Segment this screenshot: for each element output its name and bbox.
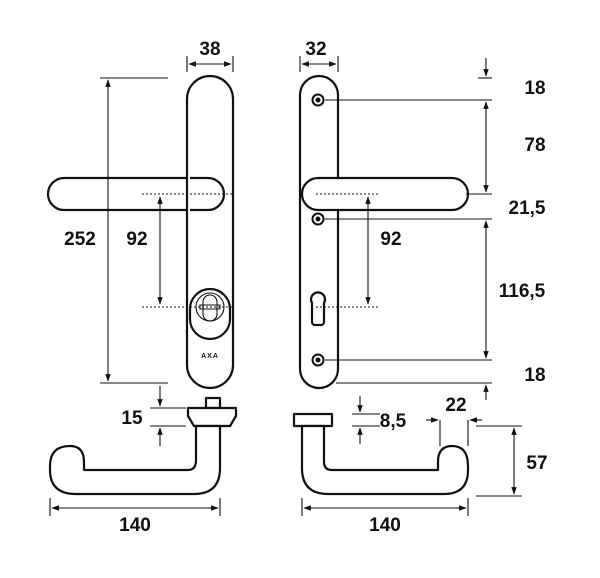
front-rose-profile bbox=[186, 406, 238, 428]
top-screw-offset-label: 18 bbox=[524, 78, 545, 99]
back-rose-height-label: 8,5 bbox=[380, 411, 407, 432]
front-view: AXA 252 92 38 15 140 bbox=[46, 39, 238, 536]
screw-spacing-label: 116,5 bbox=[499, 281, 546, 302]
front-width-label: 38 bbox=[199, 39, 220, 60]
screw-to-handle-label: 78 bbox=[524, 135, 545, 156]
back-keyhole bbox=[309, 291, 327, 327]
front-length-label: 140 bbox=[119, 515, 151, 536]
front-plate bbox=[185, 74, 235, 390]
handle-to-screw-label: 21,5 bbox=[509, 198, 546, 219]
back-width-label: 32 bbox=[305, 39, 326, 60]
back-view: 92 32 18 78 21,5 116,5 18 8,5 bbox=[292, 39, 548, 536]
plate-height-label: 252 bbox=[64, 229, 96, 250]
back-plate bbox=[298, 74, 340, 390]
front-handle-profile bbox=[48, 424, 222, 496]
back-92-label: 92 bbox=[380, 229, 401, 250]
front-thumb-turn bbox=[199, 304, 221, 310]
front-rose-height-label: 15 bbox=[121, 408, 143, 429]
back-handle-profile bbox=[300, 424, 470, 496]
back-handle-lever bbox=[300, 176, 470, 212]
bottom-screw-offset-label: 18 bbox=[524, 365, 545, 386]
back-length-label: 140 bbox=[369, 515, 401, 536]
front-spindle-block bbox=[204, 396, 222, 410]
front-cylinder-escutcheon bbox=[188, 287, 232, 341]
projection-label: 57 bbox=[526, 453, 547, 474]
front-cylinder-keyway bbox=[202, 294, 218, 322]
front-plate-brand: AXA bbox=[201, 353, 219, 360]
front-92-label: 92 bbox=[126, 229, 147, 250]
back-rose-width-label: 22 bbox=[445, 395, 466, 416]
back-rose-profile bbox=[292, 412, 334, 428]
